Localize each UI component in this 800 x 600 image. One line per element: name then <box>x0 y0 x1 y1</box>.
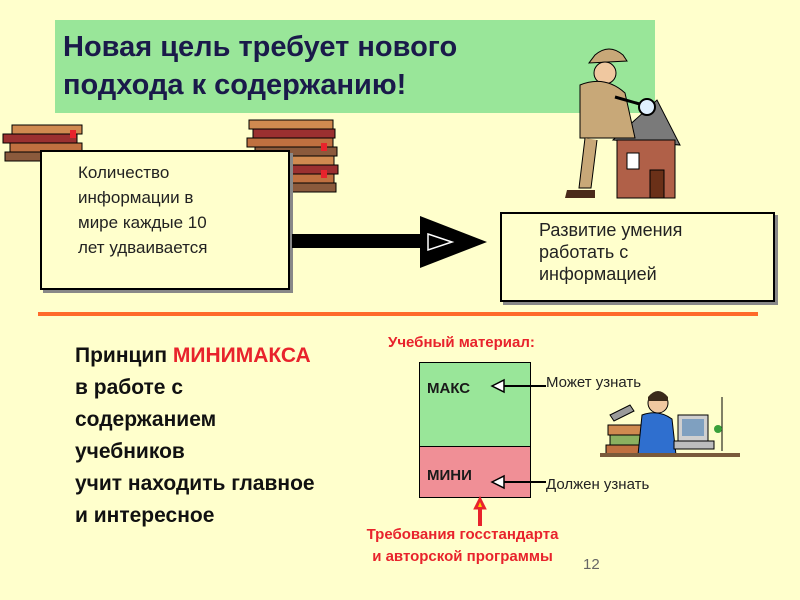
must-know-arrow-icon <box>490 474 546 490</box>
min-label: МИНИ <box>427 467 472 484</box>
requirements-text: Требования госстандарта и авторской прог… <box>366 526 559 565</box>
big-arrow-icon <box>292 216 487 268</box>
page-number: 12 <box>583 556 600 573</box>
info-growth-box <box>40 150 290 290</box>
skill-development-box <box>500 212 775 302</box>
material-label: Учебный материал: <box>388 334 535 351</box>
slide-title: Новая цель требует нового подхода к соде… <box>63 31 458 101</box>
student-computer-icon <box>600 391 740 457</box>
can-know-label: Может узнать <box>546 374 642 391</box>
minimax-principle-text: Принцип МИНИМАКСА в работе с содержанием… <box>75 344 315 527</box>
minimax-highlight: МИНИМАКСА <box>172 344 311 367</box>
skill-development-text: Развитие умения работать с информацией <box>539 220 683 284</box>
max-block <box>419 362 531 448</box>
max-label: МАКС <box>427 380 471 397</box>
must-know-label: Должен узнать <box>546 476 650 493</box>
can-know-arrow-icon <box>490 378 546 394</box>
min-block <box>419 446 531 498</box>
info-growth-text: Количество информации в мире каждые 10 л… <box>78 163 208 257</box>
section-divider <box>38 312 758 316</box>
title-banner <box>55 20 655 113</box>
detective-house-icon <box>565 48 681 199</box>
requirements-arrow-icon <box>473 495 487 526</box>
